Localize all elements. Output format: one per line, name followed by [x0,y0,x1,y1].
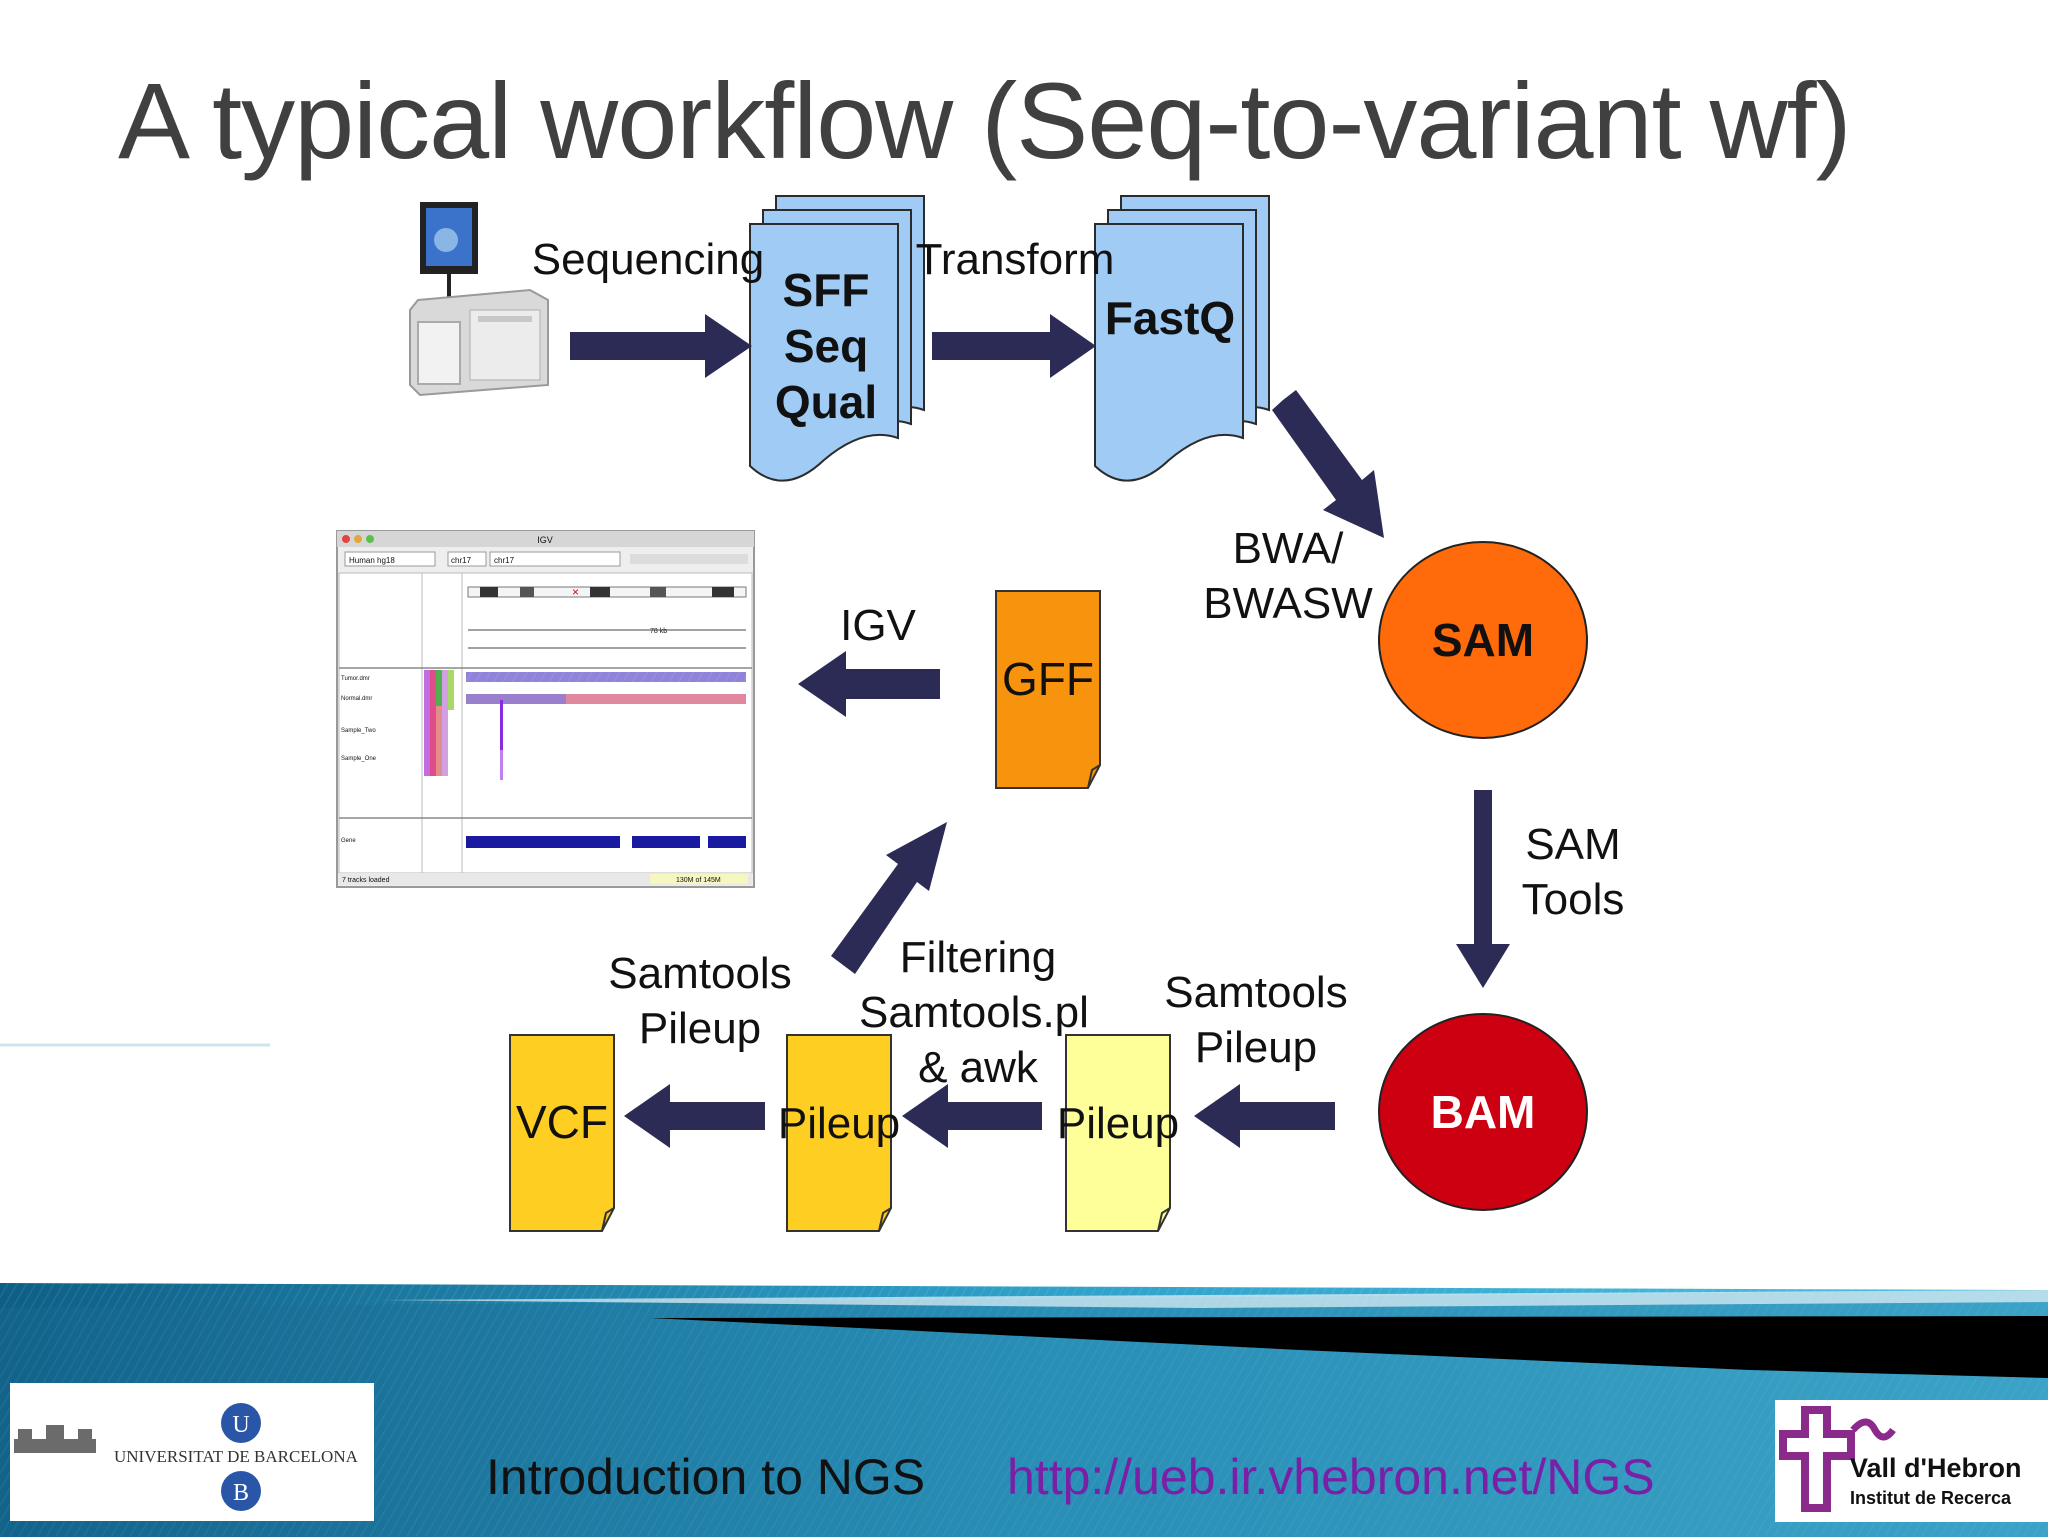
fastq-node: FastQ [1094,195,1270,482]
footer-band [0,1283,2048,1537]
footer-course: Introduction to NGS [486,1449,926,1505]
arrow-to-gff [831,822,947,974]
igv-genome: Human hg18 [349,556,395,565]
edge-bwa-label-2: BWASW [1203,579,1373,628]
svg-text:×: × [572,585,579,599]
footer-url[interactable]: http://ueb.ir.vhebron.net/NGS [1007,1449,1655,1505]
arrow-igv [798,651,940,717]
edge-transform-label: Transform [916,235,1115,284]
edge-filtering-label-1: Filtering [900,933,1057,982]
sff-label-1: SFF [783,264,870,316]
bam-node: BAM [1378,1013,1588,1211]
vall-hebron-name: Vall d'Hebron [1850,1453,2021,1483]
edge-pileup-left-label-1: Samtools [608,949,791,998]
vall-hebron-sub: Institut de Recerca [1850,1488,2012,1508]
pileup-right-label: Pileup [1057,1099,1179,1148]
svg-text:B: B [233,1480,249,1506]
arrow-samtools [1456,790,1510,988]
igv-title: IGV [537,535,553,545]
vcf-label: VCF [516,1096,608,1148]
svg-text:U: U [232,1412,249,1438]
edge-samtools-label-1: SAM [1525,820,1620,869]
sequencer-icon [409,202,549,397]
sff-label-2: Seq [784,320,868,372]
igv-status: 7 tracks loaded [342,877,390,884]
sam-node: SAM [1378,541,1588,739]
igv-track-3: Sample_Two [341,728,376,734]
igv-scale: 78 kb [650,628,667,635]
gff-node: GFF [995,590,1101,789]
arrow-bwa [1272,390,1384,538]
edge-filtering-label-2: Samtools.pl [859,988,1089,1037]
fastq-label: FastQ [1105,292,1235,344]
slide-title: A typical workflow (Seq-to-variant wf) [118,60,1852,181]
pileup-right-node: Pileup [1057,1034,1179,1232]
igv-chromosome: chr17 [451,556,472,565]
arrow-filtering [902,1084,1042,1148]
edge-pileup-right-label-2: Pileup [1195,1023,1317,1072]
bam-label: BAM [1431,1086,1536,1138]
edge-sequencing-label: Sequencing [532,235,764,284]
edge-filtering-label-3: & awk [918,1043,1039,1092]
vall-hebron-logo: Vall d'Hebron Institut de Recerca [1775,1400,2048,1522]
gff-label: GFF [1002,653,1094,705]
igv-gene-track: Gene [341,838,356,844]
arrow-pileup-left [624,1084,765,1148]
ub-logo: U B UNIVERSITAT DE BARCELONA [10,1383,374,1521]
sam-label: SAM [1432,614,1534,666]
igv-memory: 130M of 145M [676,877,721,884]
vcf-node: VCF [509,1034,615,1232]
ub-logo-text: UNIVERSITAT DE BARCELONA [114,1447,359,1466]
pileup-mid-label: Pileup [778,1099,900,1148]
igv-window: IGV Human hg18 chr17 chr17 × 78 kb Tumor… [336,530,755,888]
edge-pileup-left-label-2: Pileup [639,1004,761,1053]
igv-track-4: Sample_One [341,756,377,762]
arrow-transform [932,314,1096,378]
arrow-pileup-right [1194,1084,1335,1148]
igv-track-1: Tumor.dmr [341,676,370,682]
igv-locus: chr17 [494,556,515,565]
arrows [570,314,1510,1148]
sff-node: SFF Seq Qual [749,195,925,482]
pileup-mid-node: Pileup [778,1034,900,1232]
edge-samtools-label-2: Tools [1522,875,1625,924]
sff-label-3: Qual [775,376,877,428]
arrow-sequencing [570,314,752,378]
edge-igv-label: IGV [840,601,916,650]
edge-bwa-label-1: BWA/ [1233,524,1345,573]
edge-pileup-right-label-1: Samtools [1164,968,1347,1017]
igv-track-2: Normal.dmr [341,696,372,702]
